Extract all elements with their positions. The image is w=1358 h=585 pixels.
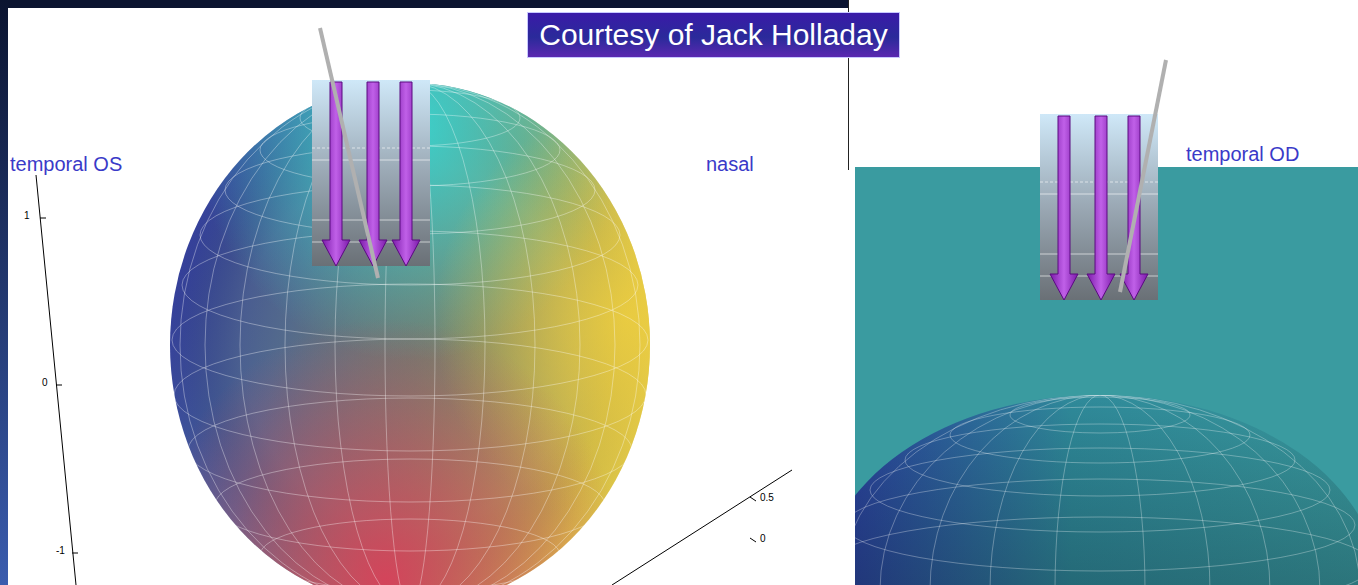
- side-label: temporal OS: [10, 153, 122, 176]
- side-label: temporal OD: [1186, 143, 1299, 166]
- ellipsoid-right: [855, 395, 1358, 585]
- axis-tick-label: -1: [56, 545, 65, 556]
- side-label: nasal: [706, 153, 754, 176]
- axis-tick-label: 0: [760, 533, 766, 544]
- credit-banner: Courtesy of Jack Holladay: [527, 12, 900, 58]
- axis-tick-label: 0: [42, 377, 48, 388]
- axis-tick-label: 1: [24, 210, 30, 221]
- banner-text: Courtesy of Jack Holladay: [539, 18, 888, 52]
- axis-tick-label: 0.5: [760, 492, 774, 503]
